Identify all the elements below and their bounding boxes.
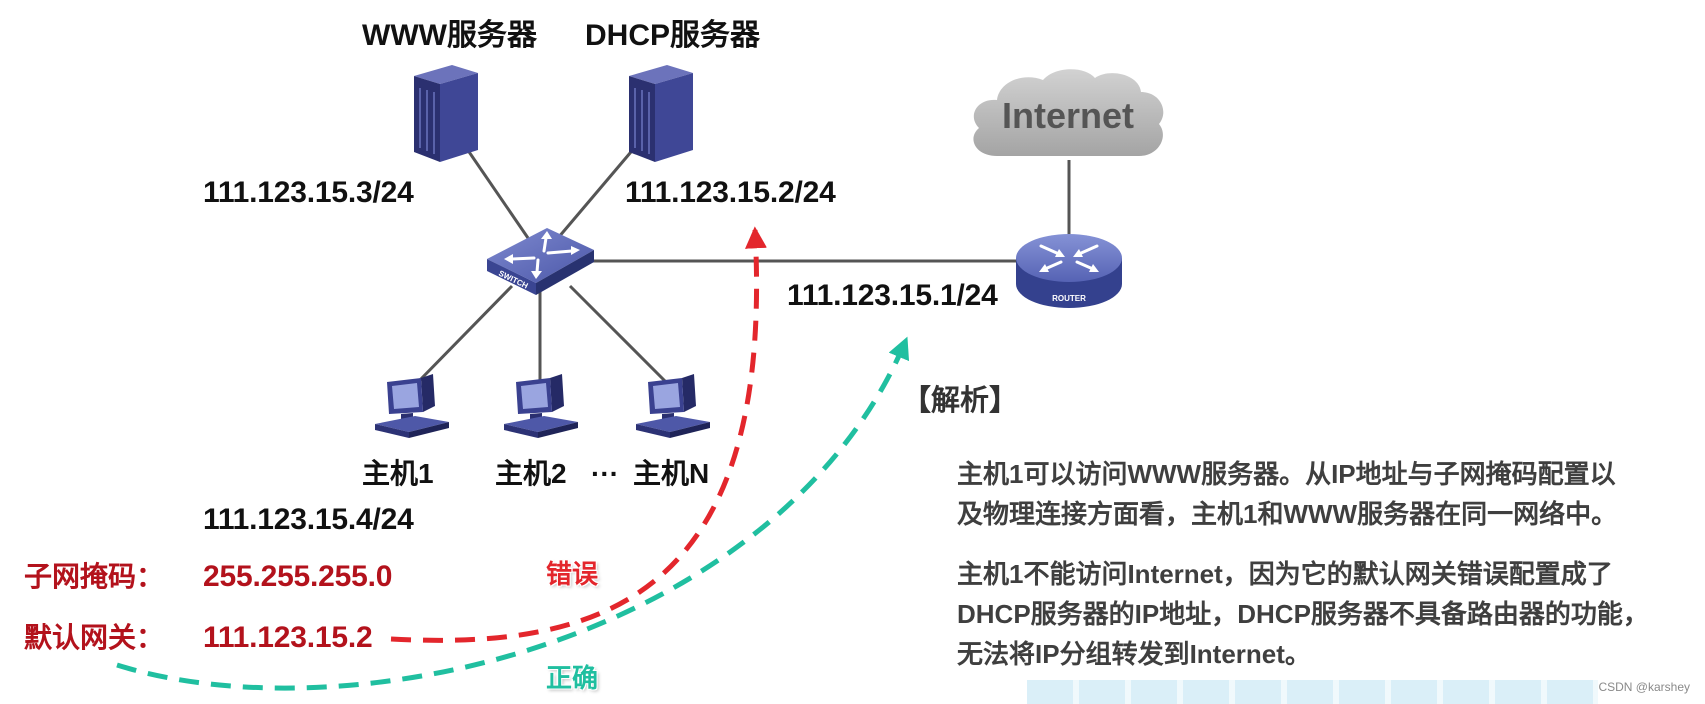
link-dhcp-switch (556, 145, 638, 239)
router-label: ROUTER (1052, 294, 1086, 303)
analysis-heading: 【解析】 (902, 385, 1019, 417)
footer-decoration (1027, 680, 1598, 704)
correct-gateway-arrow (116, 336, 910, 691)
analysis-line: 主机1不能访问Internet，因为它的默认网关错误配置成了 (957, 559, 1613, 589)
watermark: CSDN @karshey (1598, 680, 1690, 694)
router-icon: ROUTER (1016, 234, 1122, 308)
host2-label: 主机2 (495, 458, 567, 489)
cloud-icon (973, 69, 1164, 156)
link-switch-hostn (568, 284, 668, 384)
host1-label: 主机1 (362, 458, 434, 489)
correct-label: 正确 (546, 663, 599, 693)
www-server-icon (414, 65, 478, 162)
default-gateway-label: 默认网关： (24, 622, 165, 653)
analysis-line: 主机1可以访问WWW服务器。从IP地址与子网掩码配置以 (957, 459, 1616, 489)
hostn-label: 主机N (633, 458, 710, 489)
wrong-label: 错误 (546, 559, 599, 589)
dhcp-server-icon (629, 65, 693, 162)
default-gateway-value: 111.123.15.2 (203, 621, 373, 654)
analysis-paragraph-1: 主机1可以访问WWW服务器。从IP地址与子网掩码配置以 及物理连接方面看，主机1… (957, 454, 1617, 534)
switch-icon: SWITCH (487, 228, 594, 295)
dhcp-server-ip: 111.123.15.2/24 (625, 176, 836, 209)
analysis-paragraph-2: 主机1不能访问Internet，因为它的默认网关错误配置成了 DHCP服务器的I… (957, 554, 1649, 674)
subnet-mask-value: 255.255.255.0 (203, 560, 393, 593)
router-ip: 111.123.15.1/24 (787, 279, 998, 312)
analysis-line: 无法将IP分组转发到Internet。 (957, 639, 1311, 669)
host2-pc-icon (504, 374, 578, 438)
analysis-line: DHCP服务器的IP地址，DHCP服务器不具备路由器的功能， (957, 599, 1649, 629)
link-www-switch (463, 145, 530, 239)
analysis-line: 及物理连接方面看，主机1和WWW服务器在同一网络中。 (957, 499, 1618, 529)
wrong-gateway-arrow (390, 226, 767, 643)
hostn-pc-icon (636, 374, 710, 438)
internet-label: Internet (1001, 95, 1134, 136)
www-server-ip: 111.123.15.3/24 (203, 176, 414, 209)
link-switch-host1 (416, 284, 514, 384)
dhcp-server-title: DHCP服务器 (585, 19, 761, 52)
host1-ip: 111.123.15.4/24 (203, 503, 414, 536)
hosts-ellipsis: ··· (591, 458, 619, 489)
subnet-mask-label: 子网掩码： (24, 561, 165, 592)
host1-pc-icon (375, 374, 449, 438)
www-server-title: WWW服务器 (362, 19, 537, 52)
